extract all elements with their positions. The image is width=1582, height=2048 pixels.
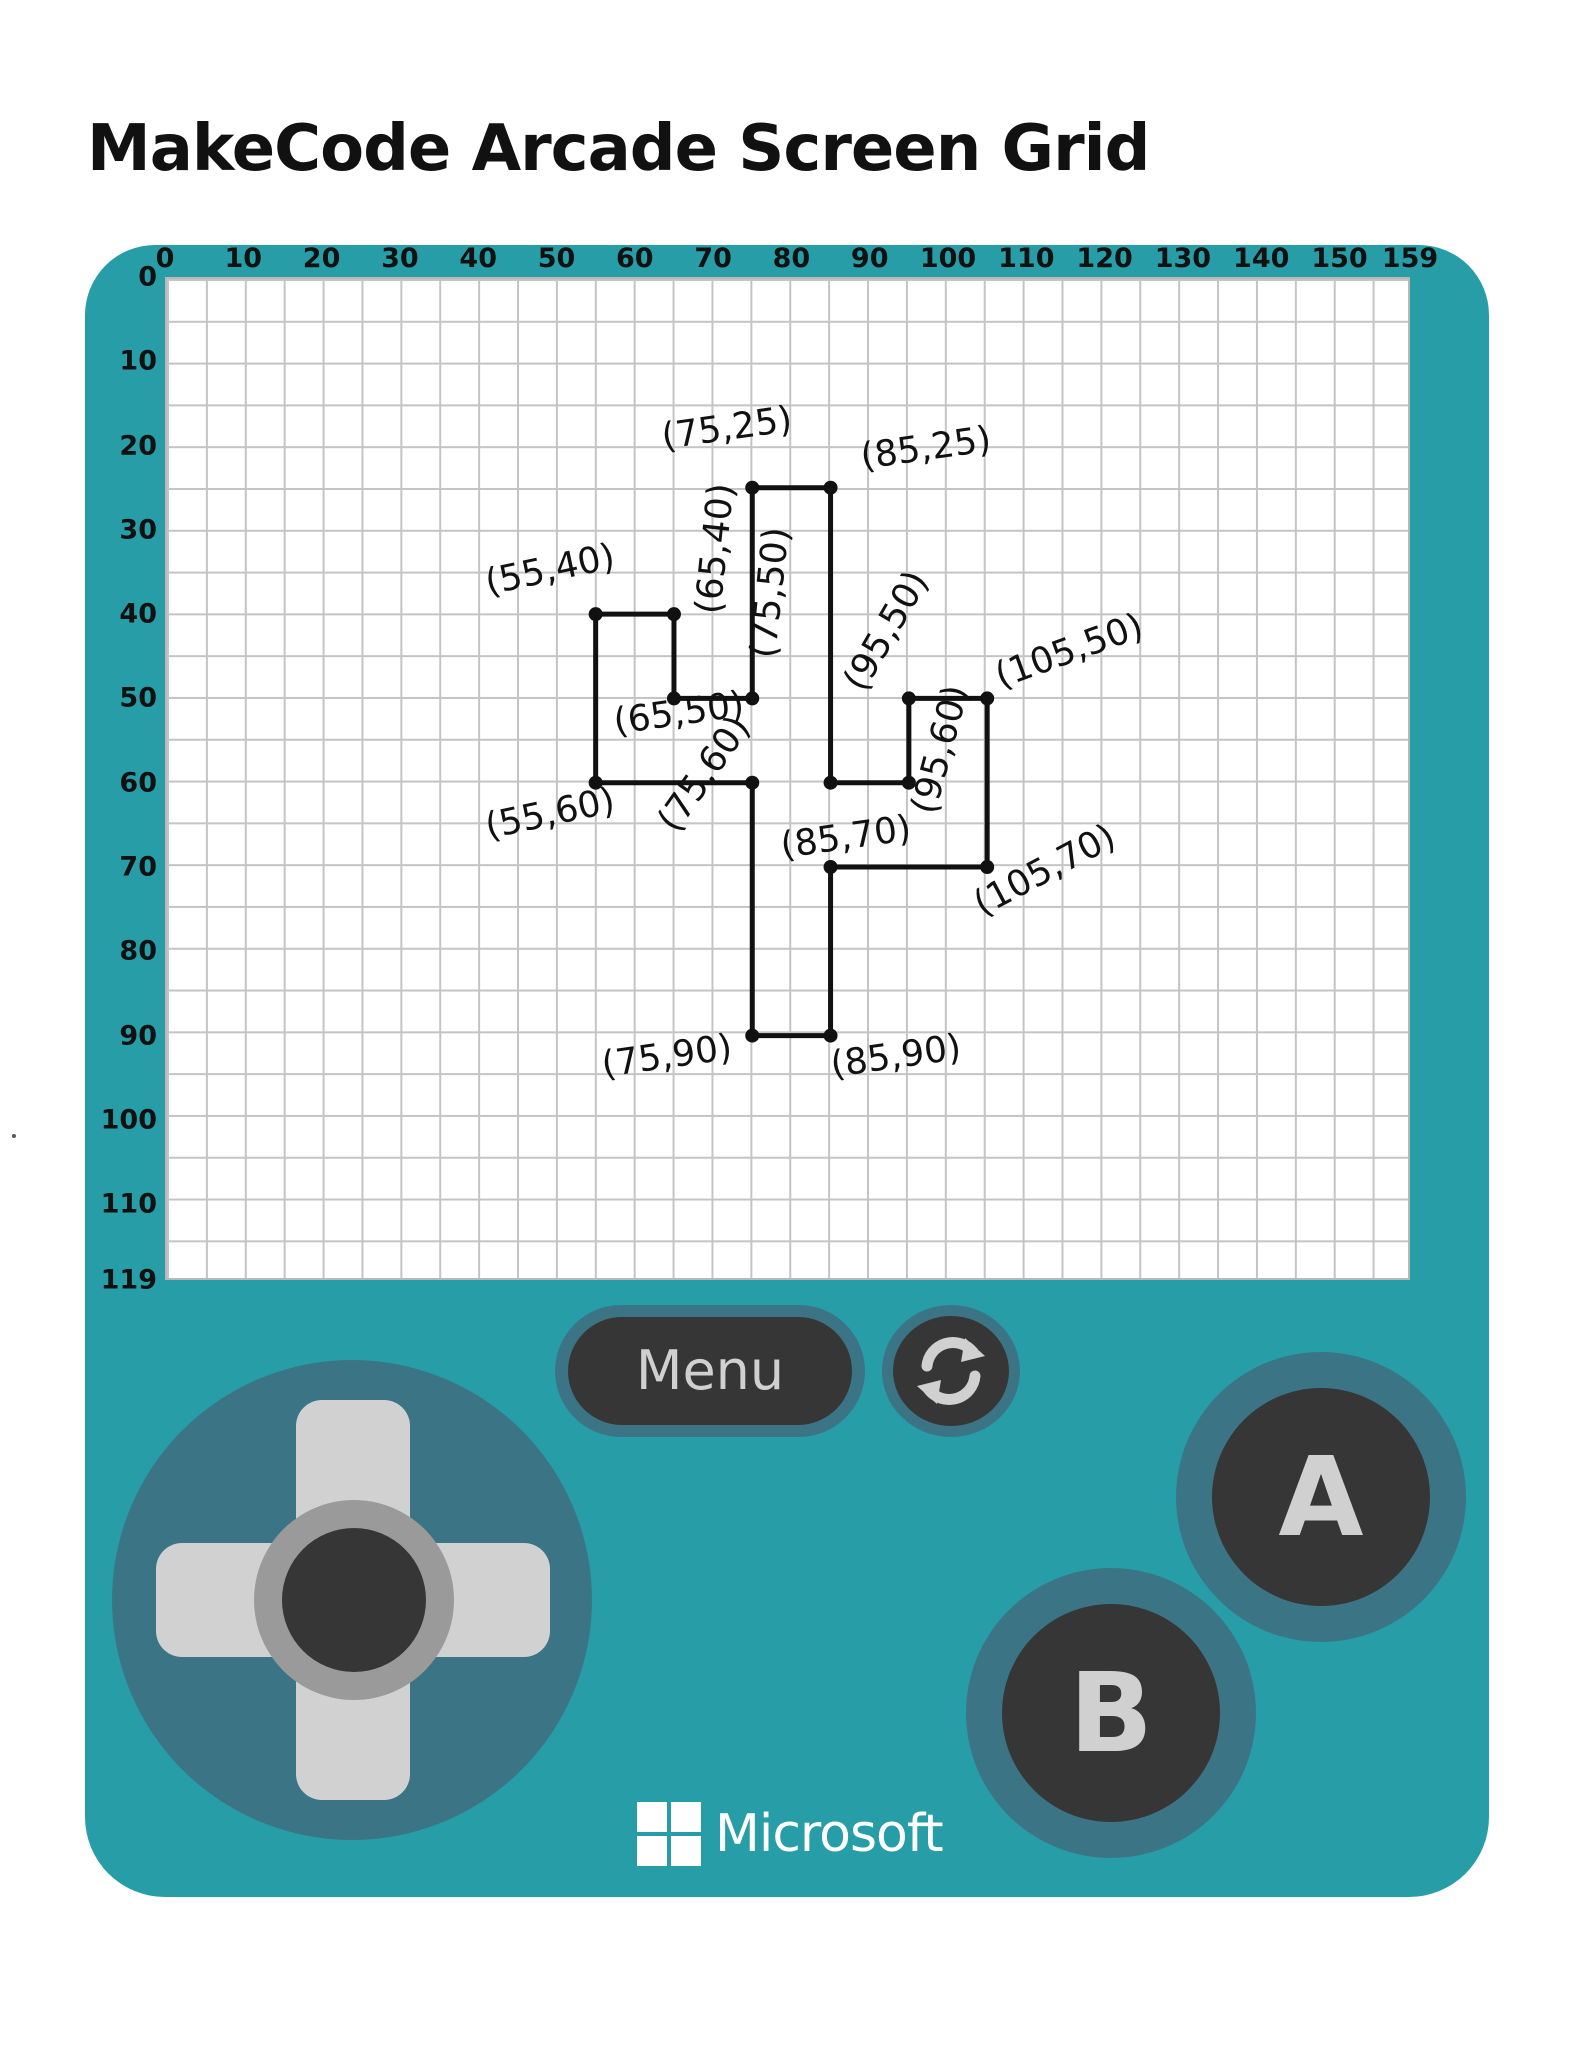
stray-dot <box>12 1134 16 1138</box>
x-tick-1: 10 <box>224 243 263 274</box>
y-tick-6: 60 <box>119 767 157 799</box>
sketch-vertex-1 <box>823 480 838 495</box>
y-tick-10: 100 <box>100 1104 157 1136</box>
x-tick-7: 70 <box>694 243 732 274</box>
y-tick-12: 119 <box>100 1264 157 1296</box>
x-tick-3: 30 <box>381 243 419 274</box>
x-tick-15: 150 <box>1311 243 1368 274</box>
y-tick-5: 50 <box>119 682 157 714</box>
y-tick-3: 30 <box>119 514 157 546</box>
y-tick-4: 40 <box>119 598 157 630</box>
sketch-vertex-13 <box>980 860 995 874</box>
x-tick-12: 120 <box>1076 243 1133 274</box>
sketch-vertex-2 <box>588 607 603 622</box>
x-tick-16: 159 <box>1381 243 1439 274</box>
x-tick-13: 130 <box>1154 243 1212 274</box>
sketch-vertex-6 <box>901 691 916 706</box>
page-title: MakeCode Arcade Screen Grid <box>87 112 1150 186</box>
sketch-vertex-4 <box>666 691 681 706</box>
menu-button[interactable]: Menu <box>568 1317 852 1425</box>
dpad-center <box>282 1528 426 1672</box>
sketch-vertex-0 <box>745 480 760 495</box>
y-tick-8: 80 <box>119 935 157 967</box>
x-tick-2: 20 <box>302 243 341 274</box>
sketch-vertex-3 <box>666 607 681 622</box>
x-tick-6: 60 <box>616 243 654 274</box>
reset-button[interactable] <box>893 1316 1009 1426</box>
y-tick-9: 90 <box>119 1020 157 1052</box>
y-tick-0: 0 <box>138 261 157 293</box>
x-tick-14: 140 <box>1233 243 1290 274</box>
a-button[interactable]: A <box>1212 1388 1430 1606</box>
sketch-vertex-5 <box>745 691 760 706</box>
sketch-vertices <box>588 480 995 1043</box>
sketch-vertex-9 <box>745 775 760 790</box>
sketch-vertex-10 <box>823 775 838 790</box>
b-button[interactable]: B <box>1002 1604 1220 1822</box>
y-tick-7: 70 <box>119 851 157 883</box>
x-tick-4: 40 <box>459 243 497 274</box>
x-tick-9: 90 <box>850 243 889 274</box>
brand-name: Microsoft <box>715 1804 944 1864</box>
y-tick-2: 20 <box>119 430 157 462</box>
refresh-icon <box>917 1337 985 1405</box>
sketch-vertex-7 <box>980 691 995 706</box>
x-tick-0: 0 <box>155 243 175 274</box>
x-tick-5: 50 <box>537 243 576 274</box>
sketch-vertex-8 <box>588 775 603 790</box>
game-screen-grid[interactable] <box>165 277 1410 1280</box>
sketch-vertex-14 <box>745 1028 760 1043</box>
sketch-vertex-12 <box>823 860 838 874</box>
sketch-vertex-15 <box>823 1028 838 1043</box>
y-tick-11: 110 <box>100 1188 157 1220</box>
x-tick-10: 100 <box>919 243 977 274</box>
sketch-vertex-11 <box>901 775 916 790</box>
windows-logo-icon <box>637 1802 701 1866</box>
y-tick-1: 10 <box>119 345 157 377</box>
x-tick-11: 110 <box>998 243 1055 274</box>
x-tick-8: 80 <box>772 243 811 274</box>
